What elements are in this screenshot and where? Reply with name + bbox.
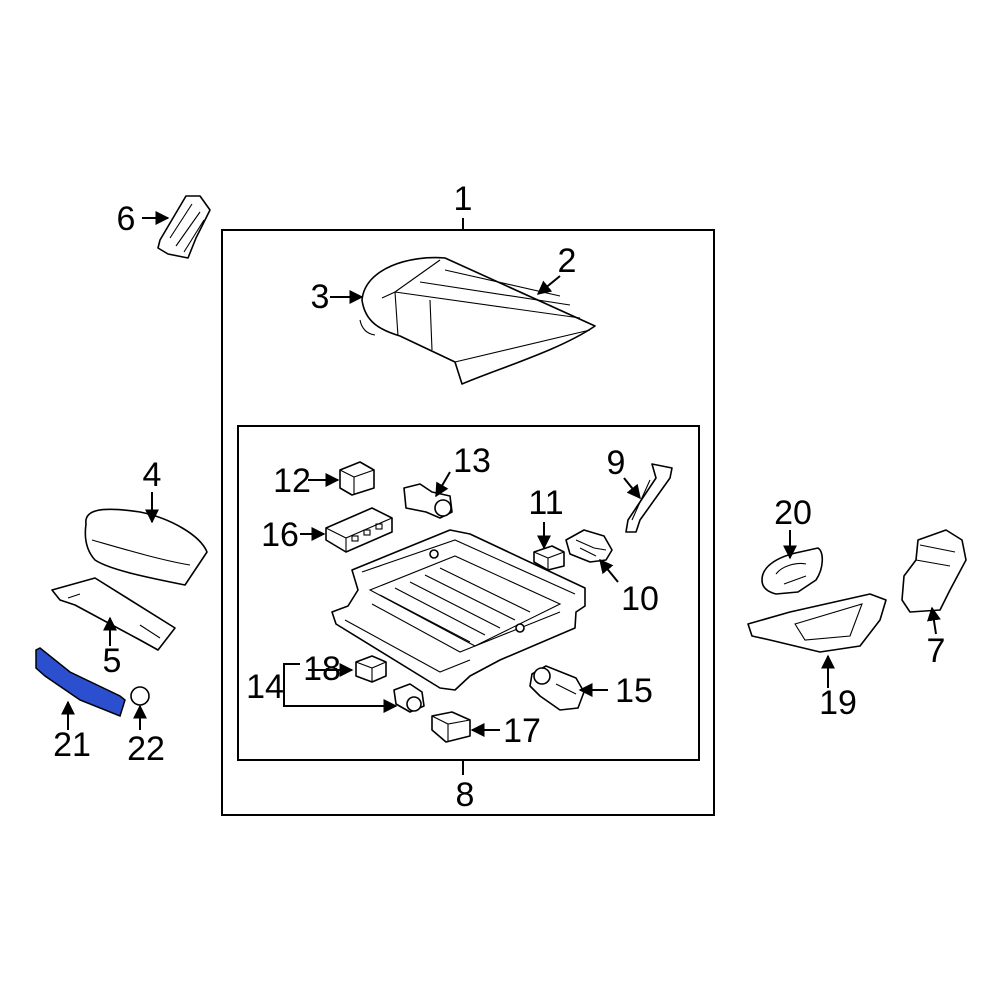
label-12: 12 [273,462,311,500]
label-5: 5 [103,642,122,680]
label-2: 2 [558,242,577,280]
label-14: 14 [246,668,284,706]
connector-17[interactable] [431,711,471,743]
cover-panel[interactable] [51,577,176,651]
label-21: 21 [53,726,91,764]
label-22: 22 [127,730,165,768]
leader-lines [61,211,941,737]
label-9: 9 [607,444,626,482]
label-10: 10 [621,580,659,618]
frame-assembly-box [237,425,700,761]
control-module-16[interactable] [325,507,393,553]
label-6: 6 [117,200,136,238]
label-13: 13 [453,442,491,480]
callout-labels: 1 2 3 4 5 6 7 8 9 10 11 12 13 14 15 16 1… [53,180,945,814]
label-3: 3 [311,278,330,316]
seat-frame[interactable] [331,529,586,691]
label-18: 18 [303,650,341,688]
motor-15[interactable] [529,665,585,711]
label-16: 16 [261,516,299,554]
switch-bezel-20[interactable] [761,547,824,595]
label-8: 8 [456,776,475,814]
motor-13[interactable] [403,483,453,519]
label-20: 20 [774,494,812,532]
module-12[interactable] [339,461,375,496]
side-cushion[interactable] [84,508,208,586]
trim-bracket[interactable] [157,195,211,259]
switch-housing-10[interactable] [565,529,613,563]
sensor-18[interactable] [355,655,387,683]
highlighted-trim-strip[interactable] [35,647,126,717]
label-4: 4 [143,456,162,494]
connector-11[interactable] [533,545,565,571]
label-17: 17 [503,712,541,750]
label-7: 7 [927,632,946,670]
label-1: 1 [454,180,473,218]
motor-14[interactable] [393,683,425,713]
harness-9[interactable] [625,463,673,533]
label-19: 19 [819,684,857,722]
trim-panel-7[interactable] [901,529,967,613]
label-11: 11 [528,484,563,522]
side-shield-19[interactable] [747,593,887,653]
seat-assembly-box [221,229,715,816]
label-15: 15 [615,672,653,710]
round-clip[interactable] [130,686,150,706]
